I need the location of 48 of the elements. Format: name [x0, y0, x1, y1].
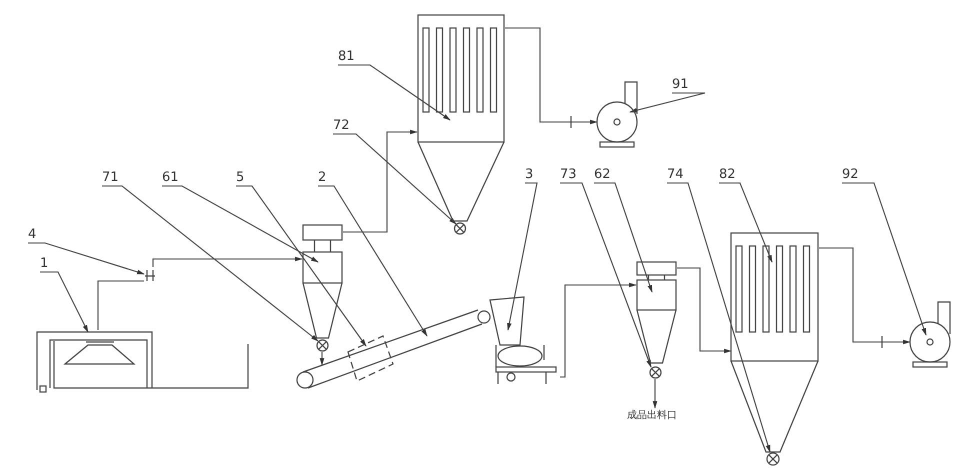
- pipe-arrow: [505, 27, 598, 124]
- callout-number: 2: [318, 170, 326, 185]
- leader-line: [236, 185, 366, 347]
- callout-number: 61: [162, 170, 179, 185]
- leader-line: [507, 182, 538, 331]
- pipe-arrow: [677, 267, 732, 354]
- cyclone-separator-drawing: [302, 224, 343, 338]
- leader-line: [333, 133, 457, 225]
- bag-filter-drawing: [417, 14, 505, 222]
- leader-line: [560, 182, 652, 368]
- leader-line: [102, 185, 319, 342]
- callout-number: 92: [842, 167, 859, 182]
- rotary-valve-icon: [453, 222, 467, 235]
- callout-number: 74: [667, 167, 684, 182]
- leader-line: [842, 182, 927, 336]
- leader-line: [667, 182, 771, 453]
- leader-line: [28, 242, 145, 275]
- leader-line: [594, 182, 653, 293]
- callout-number: 1: [40, 256, 48, 271]
- pipe-arrow: [152, 256, 303, 267]
- leader-line: [719, 182, 772, 263]
- pipe-arrow: [320, 352, 324, 366]
- callout-number: 62: [594, 167, 611, 182]
- callout-number: 4: [28, 227, 36, 242]
- leader-line: [40, 271, 88, 333]
- callout-number: 71: [102, 170, 119, 185]
- callout-number: 91: [672, 77, 689, 92]
- leader-line: [629, 92, 706, 113]
- pipe-arrow: [343, 130, 418, 233]
- callout-number: 81: [338, 49, 355, 64]
- valve-icon: [144, 267, 156, 284]
- vibrating-screen-drawing: [35, 330, 250, 392]
- pipe-arrow: [819, 247, 911, 344]
- callout-number: 3: [525, 167, 534, 182]
- pipe-arrow: [652, 379, 658, 409]
- rotary-valve-icon: [649, 366, 662, 379]
- pipe-line: [97, 280, 144, 330]
- callout-number: 72: [333, 118, 350, 133]
- callout-number: 82: [719, 167, 736, 182]
- callout-number: 5: [236, 170, 244, 185]
- bag-filter-drawing: [731, 232, 819, 453]
- leader-line: [318, 185, 428, 337]
- rotary-valve-icon: [766, 452, 780, 466]
- leader-line: [162, 185, 319, 262]
- pipe-arrow: [560, 282, 637, 378]
- callout-number: 73: [560, 167, 577, 182]
- leader-line: [338, 64, 451, 120]
- outlet-label: 成品出料口: [627, 408, 677, 422]
